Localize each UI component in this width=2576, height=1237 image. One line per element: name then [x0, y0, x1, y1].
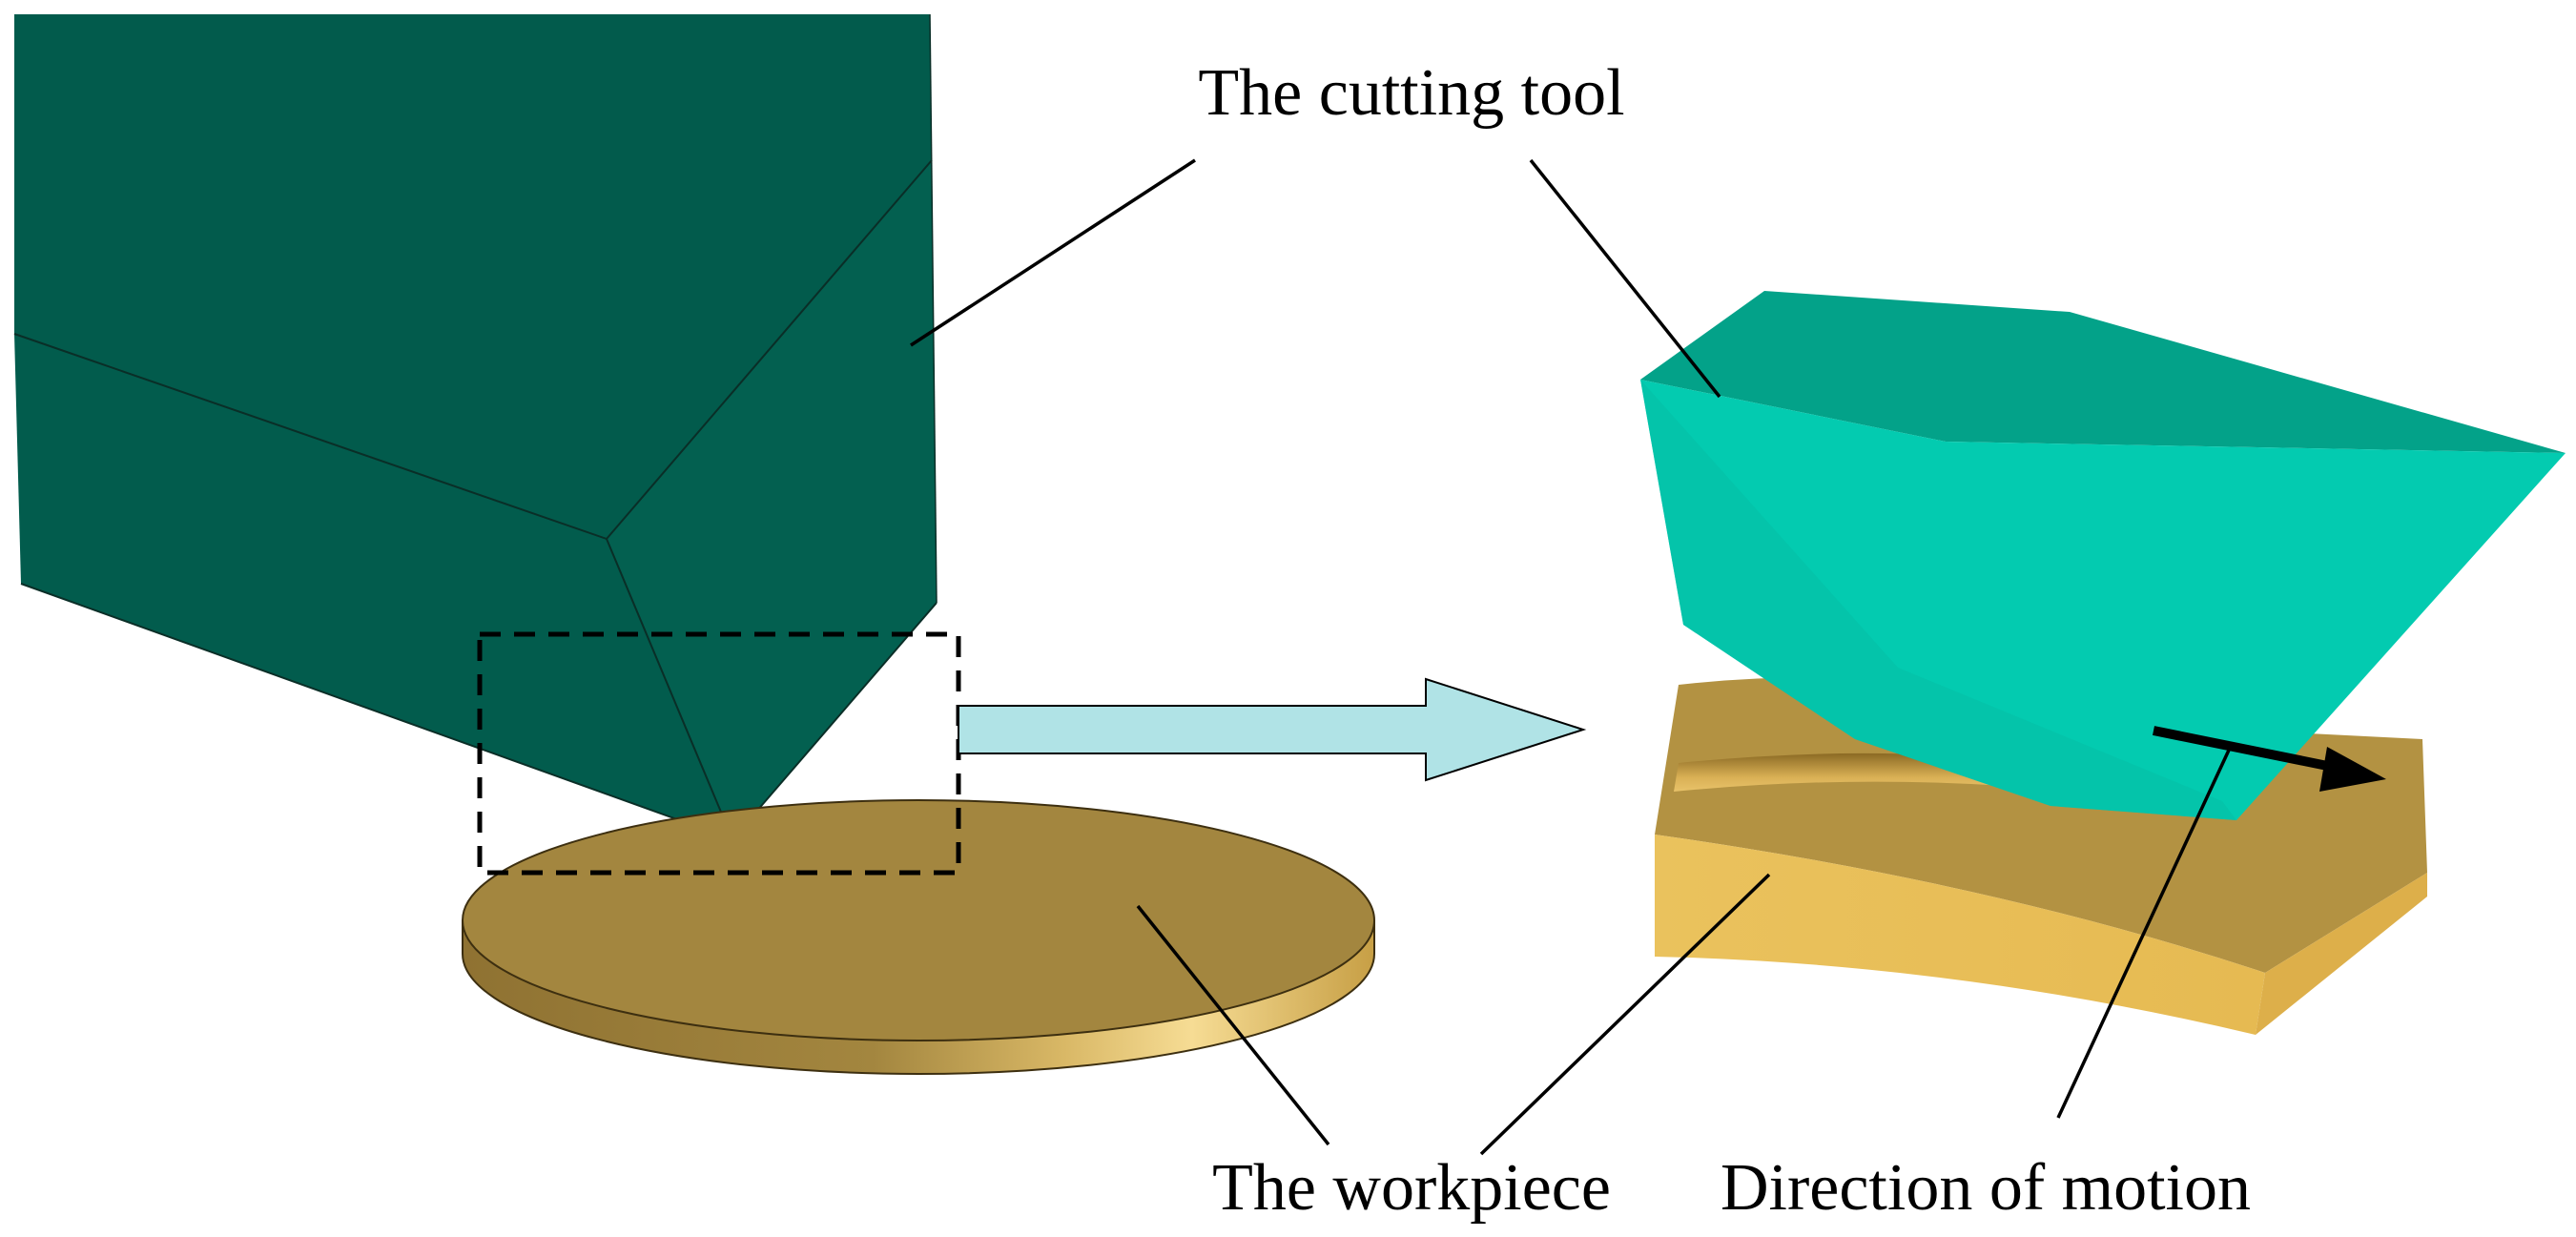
right-arrow-icon: [2319, 747, 2386, 792]
tool-zoomed-top-face: [1640, 291, 2566, 453]
block-side-face: [2256, 873, 2427, 1035]
leader-lines: [910, 158, 2234, 1156]
tool-edge: [929, 13, 938, 604]
disk-top-face: [463, 800, 1374, 1041]
workpiece-disk: [462, 799, 1375, 1075]
label-direction-of-motion: Direction of motion: [1721, 1151, 2251, 1225]
label-workpiece: The workpiece: [1212, 1151, 1611, 1225]
leader-line-workpiece-disk: [1136, 904, 1330, 1146]
tool-right-face: [607, 160, 937, 839]
tool-left-face: [14, 334, 732, 839]
leader-line-workpiece-block: [1479, 873, 1771, 1156]
right-arrow-icon: [958, 677, 1587, 782]
tool-zoomed-shading: [1640, 380, 2236, 820]
cutting-tool-zoomed: [1640, 291, 2566, 820]
leader-line-tool-left: [910, 158, 1196, 347]
label-cutting-tool: The cutting tool: [1198, 56, 1624, 130]
block-front-face: [1655, 835, 2265, 1035]
cutting-tool-large: [13, 13, 938, 841]
tool-top-face: [14, 14, 932, 539]
tool-edge: [606, 538, 733, 840]
motion-arrow: [2153, 726, 2386, 792]
leader-line-direction: [2056, 743, 2234, 1119]
disk-bottom-outline: [462, 953, 1375, 1075]
motion-arrow-shaft: [2153, 726, 2352, 775]
leader-line-tool-right: [1529, 158, 1721, 399]
